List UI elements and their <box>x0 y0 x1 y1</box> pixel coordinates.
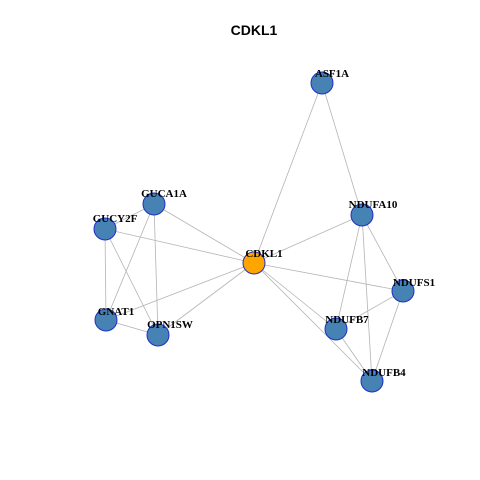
edge-cdkl1-ndufb4 <box>253 262 373 382</box>
edge-guca1a-opn1sw <box>153 203 159 336</box>
edge-cdkl1-opn1sw <box>157 262 255 336</box>
node-label-opn1sw: OPN1SW <box>147 319 193 331</box>
node-label-ndufb4: NDUFB4 <box>362 367 406 379</box>
edge-ndufa10-ndufb7 <box>335 214 363 330</box>
edge-cdkl1-gnat1 <box>105 262 255 321</box>
node-opn1sw <box>146 323 170 347</box>
node-gnat1 <box>94 308 118 332</box>
edge-cdkl1-guca1a <box>153 203 255 264</box>
edge-ndufs1-ndufb7 <box>335 290 404 330</box>
edge-asf1a-ndufa10 <box>321 82 363 216</box>
node-label-guca1a: GUCA1A <box>141 188 187 200</box>
node-label-ndufa10: NDUFA10 <box>349 199 398 211</box>
nodes-layer <box>93 71 415 393</box>
node-ndufa10 <box>350 203 374 227</box>
edge-cdkl1-ndufs1 <box>253 262 404 292</box>
node-cdkl1 <box>242 251 266 275</box>
node-label-ndufs1: NDUFS1 <box>393 277 435 289</box>
node-asf1a <box>310 71 334 95</box>
edge-cdkl1-ndufb7 <box>253 262 337 330</box>
figure-title: CDKL1 <box>231 22 278 38</box>
node-label-ndufb7: NDUFB7 <box>325 314 369 326</box>
node-label-asf1a: ASF1A <box>315 68 349 80</box>
edge-ndufs1-ndufb4 <box>371 290 404 382</box>
edge-gucy2f-opn1sw <box>104 228 159 336</box>
node-ndufb4 <box>360 369 384 393</box>
edge-cdkl1-ndufa10 <box>253 214 363 264</box>
edge-guca1a-gnat1 <box>105 203 155 321</box>
node-guca1a <box>142 192 166 216</box>
node-ndufs1 <box>391 279 415 303</box>
edge-ndufa10-ndufs1 <box>361 214 404 292</box>
node-gucy2f <box>93 217 117 241</box>
edge-cdkl1-asf1a <box>253 82 323 264</box>
node-label-cdkl1: CDKL1 <box>245 248 282 260</box>
node-ndufb7 <box>324 317 348 341</box>
edge-ndufa10-ndufb4 <box>361 214 373 382</box>
node-label-gucy2f: GUCY2F <box>93 213 138 225</box>
edge-gucy2f-gnat1 <box>104 228 107 321</box>
node-label-gnat1: GNAT1 <box>98 306 134 318</box>
edge-cdkl1-gucy2f <box>104 228 255 264</box>
